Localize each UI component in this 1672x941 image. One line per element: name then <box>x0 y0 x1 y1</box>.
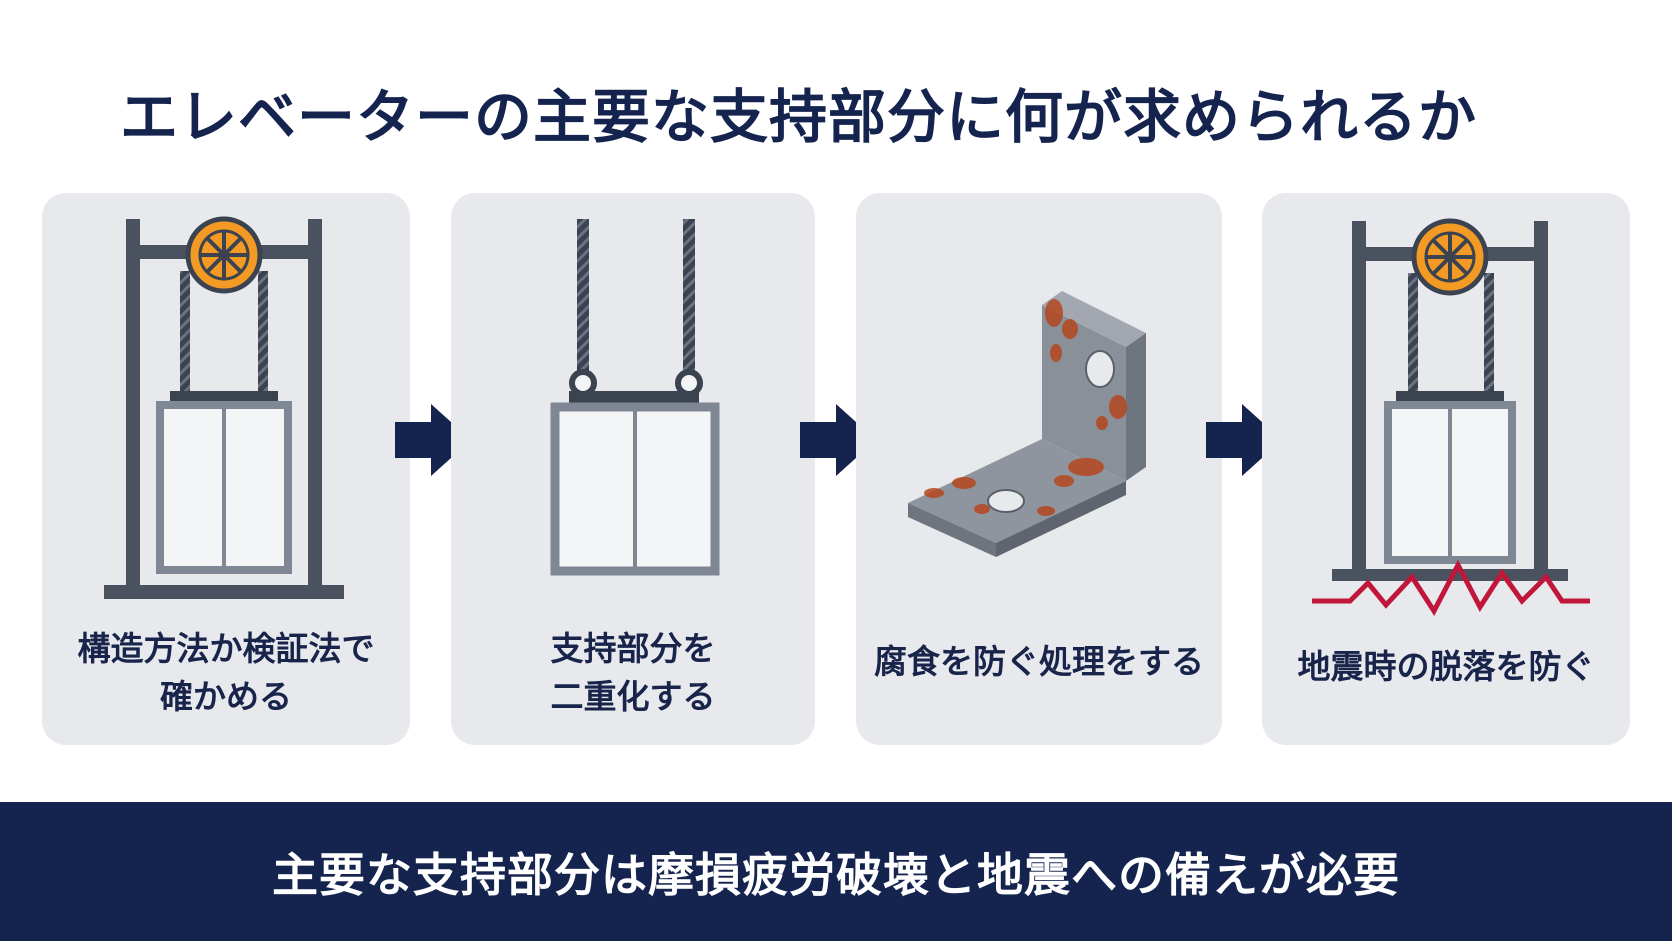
elevator-frame-sheave-icon <box>104 216 344 599</box>
step-label-4: 地震時の脱落を防ぐ <box>1297 647 1595 686</box>
step-label-2: 支持部分を <box>550 629 716 668</box>
step-label-1b: 確かめる <box>160 677 292 716</box>
step-label-1: 構造方法か検証法で <box>77 629 375 668</box>
arrow-right-icon <box>800 404 876 476</box>
step-label-3: 腐食を防ぐ処理をする <box>874 642 1204 681</box>
step-card-4: 地震時の脱落を防ぐ <box>1262 193 1630 745</box>
arrow-right-icon <box>395 404 471 476</box>
summary-text: 主要な支持部分は摩損疲労破壊と地震への備えが必要 <box>272 847 1400 902</box>
earthquake-elevator-icon <box>1312 218 1590 616</box>
step-card-1: 構造方法か検証法で 確かめる <box>42 193 410 745</box>
arrow-right-icon <box>1206 404 1282 476</box>
double-rope-car-icon <box>550 219 720 576</box>
step-card-3: 腐食を防ぐ処理をする <box>856 193 1222 745</box>
summary-banner: 主要な支持部分は摩損疲労破壊と地震への備えが必要 <box>0 802 1672 941</box>
step-label-2b: 二重化する <box>550 677 716 716</box>
rusted-bracket-icon <box>908 291 1146 557</box>
page-title: エレベーターの主要な支持部分に何が求められるか <box>120 83 1478 151</box>
step-card-2: 支持部分を 二重化する <box>451 193 815 745</box>
